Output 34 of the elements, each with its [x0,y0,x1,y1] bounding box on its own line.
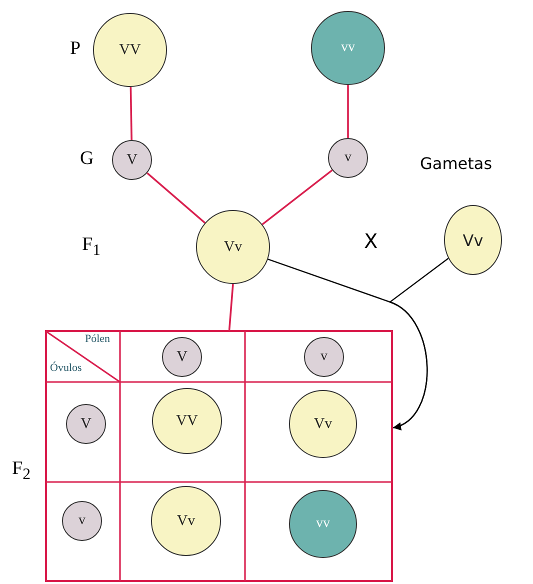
connector-line [347,85,349,138]
allele-label: v [78,513,86,529]
allele-label: v [344,150,352,166]
allele-label: vv [341,40,355,56]
section-label: Gametas [420,154,492,173]
gamete-circle [62,501,102,541]
header-label: Pólen [85,333,110,345]
generation-label: F$_{1}$ [82,234,100,260]
connector-line [262,169,333,226]
connector-line [228,284,234,330]
generation-label: G [80,148,94,170]
allele-label: Vv [314,416,332,432]
cross-sign: X [364,229,378,253]
gamete-circle [66,404,106,444]
arrow [389,258,449,429]
gamete-circle [328,138,368,178]
allele-label: V [80,416,92,432]
connector-line [146,172,206,224]
generation-label: P [70,38,81,60]
connector-line [130,86,132,140]
allele-label: Vv [176,512,196,530]
generation-label: F$_{2}$ [12,458,30,484]
allele-label: Vv [462,230,484,250]
allele-label: V [126,152,138,168]
allele-label: VV [176,412,198,430]
header-label: Óvulos [50,362,82,374]
allele-label: v [320,349,328,365]
gamete-circle [162,337,202,377]
allele-label: vv [316,516,330,532]
allele-label: Vv [224,238,242,256]
gamete-circle [112,140,152,180]
gamete-circle [304,337,344,377]
allele-label: V [176,348,188,366]
allele-label: VV [119,42,141,58]
